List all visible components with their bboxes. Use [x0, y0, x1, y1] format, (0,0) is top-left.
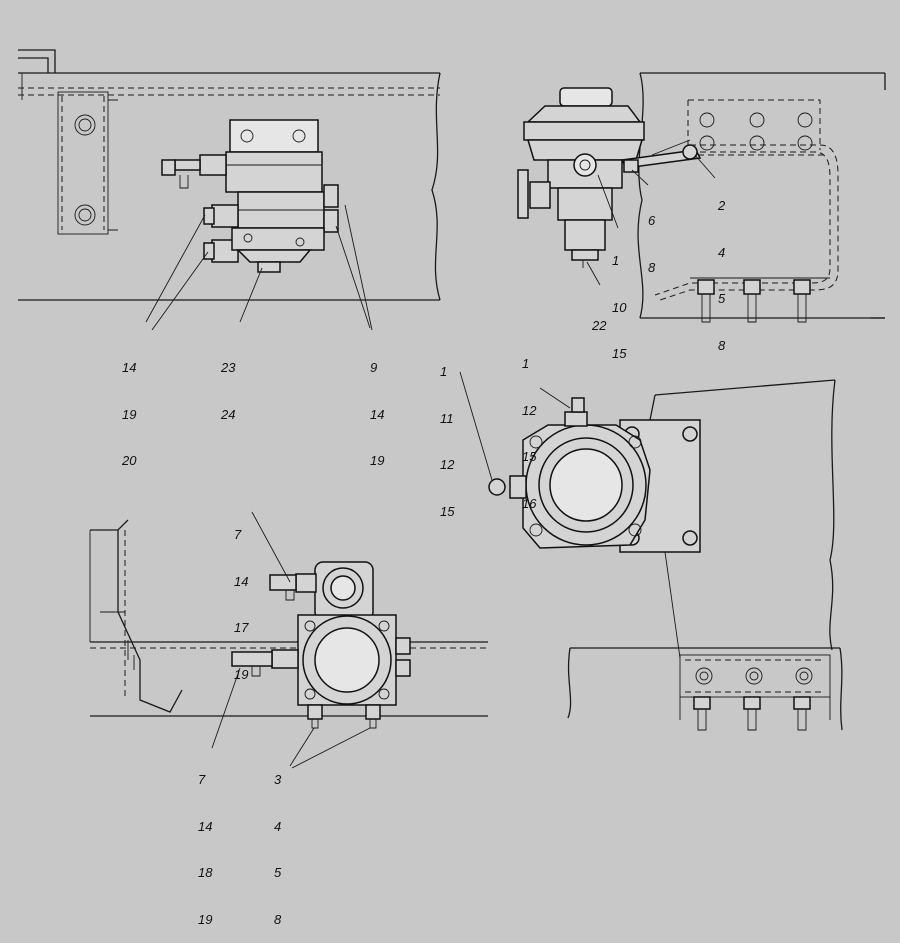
callout-number: 12 [522, 402, 537, 418]
callout-number: 20 [122, 453, 137, 468]
callout-number: 8 [648, 259, 656, 275]
callout-number: 15 [440, 503, 455, 519]
callout-number: 2 [718, 198, 726, 213]
callout-number: 1 [522, 356, 530, 371]
callout-number: 1 [612, 253, 620, 268]
view-2-valve [517, 87, 702, 268]
callout-number: 18 [198, 865, 213, 880]
view-2-leader-lines [586, 154, 716, 286]
callout-view1-bottom: 23 24 [221, 329, 235, 438]
callout-number: 1 [440, 364, 448, 379]
callout-number: 9 [370, 360, 378, 375]
callout-view4-right: 3 4 5 8 [274, 741, 281, 943]
callout-number: 14 [122, 360, 137, 375]
callout-number: 19 [234, 666, 249, 682]
callout-number: 6 [648, 213, 656, 228]
callout-number: 15 [522, 449, 537, 464]
callout-number: 15 [612, 346, 627, 361]
callout-number: 19 [370, 453, 385, 468]
callout-number: 10 [612, 299, 627, 315]
callout-view4-top: 7 14 17 19 [234, 496, 248, 698]
callout-number: 4 [718, 244, 726, 260]
drawing-sheet: 14 19 20 23 24 9 14 19 1 10 15 22 6 8 2 … [18, 49, 886, 927]
callout-number: 23 [221, 360, 236, 375]
callout-view2-upper: 6 8 [648, 182, 655, 291]
callout-view2-bottom: 22 [592, 287, 606, 349]
callout-number: 17 [234, 620, 249, 635]
callout-number: 7 [198, 772, 206, 787]
view-4-valve [231, 561, 411, 729]
view-3-valve [488, 397, 701, 553]
callout-number: 14 [370, 406, 385, 422]
callout-view1-right: 9 14 19 [370, 329, 384, 484]
bottom-right-bracket [567, 647, 843, 731]
callout-number: 24 [221, 406, 236, 422]
callout-view2-mid: 1 10 15 [612, 222, 626, 377]
callout-number: 8 [718, 337, 726, 353]
view-4-leader-lines [211, 511, 371, 769]
callout-number: 22 [592, 318, 607, 333]
callout-view4-left: 7 14 18 19 [198, 741, 212, 943]
callout-view3-top: 1 12 15 16 [522, 325, 536, 527]
callout-number: 7 [234, 527, 242, 542]
view-4-frame [89, 519, 488, 717]
callout-number: 8 [274, 911, 282, 927]
view-3-frame [649, 379, 836, 659]
view-2-frame [637, 72, 886, 323]
callout-number: 19 [198, 911, 213, 927]
view-1-valve [161, 119, 339, 273]
view-3-leader-lines [459, 371, 571, 481]
callout-number: 5 [274, 865, 282, 880]
view-1-leader-lines [145, 204, 373, 331]
callout-view2-right: 2 4 5 8 [718, 167, 725, 369]
callout-number: 11 [440, 410, 454, 426]
callout-number: 12 [440, 457, 455, 472]
callout-number: 14 [198, 818, 213, 834]
callout-number: 14 [234, 573, 249, 589]
callout-number: 16 [522, 495, 537, 511]
callout-number: 19 [122, 406, 137, 422]
view-1-frame-rail [18, 49, 441, 301]
callout-number: 3 [274, 772, 282, 787]
technical-drawing [18, 49, 886, 769]
callout-number: 4 [274, 818, 282, 834]
callout-view3-left: 1 11 12 15 [440, 333, 454, 535]
callout-view1-left: 14 19 20 [122, 329, 136, 484]
callout-number: 5 [718, 291, 726, 306]
